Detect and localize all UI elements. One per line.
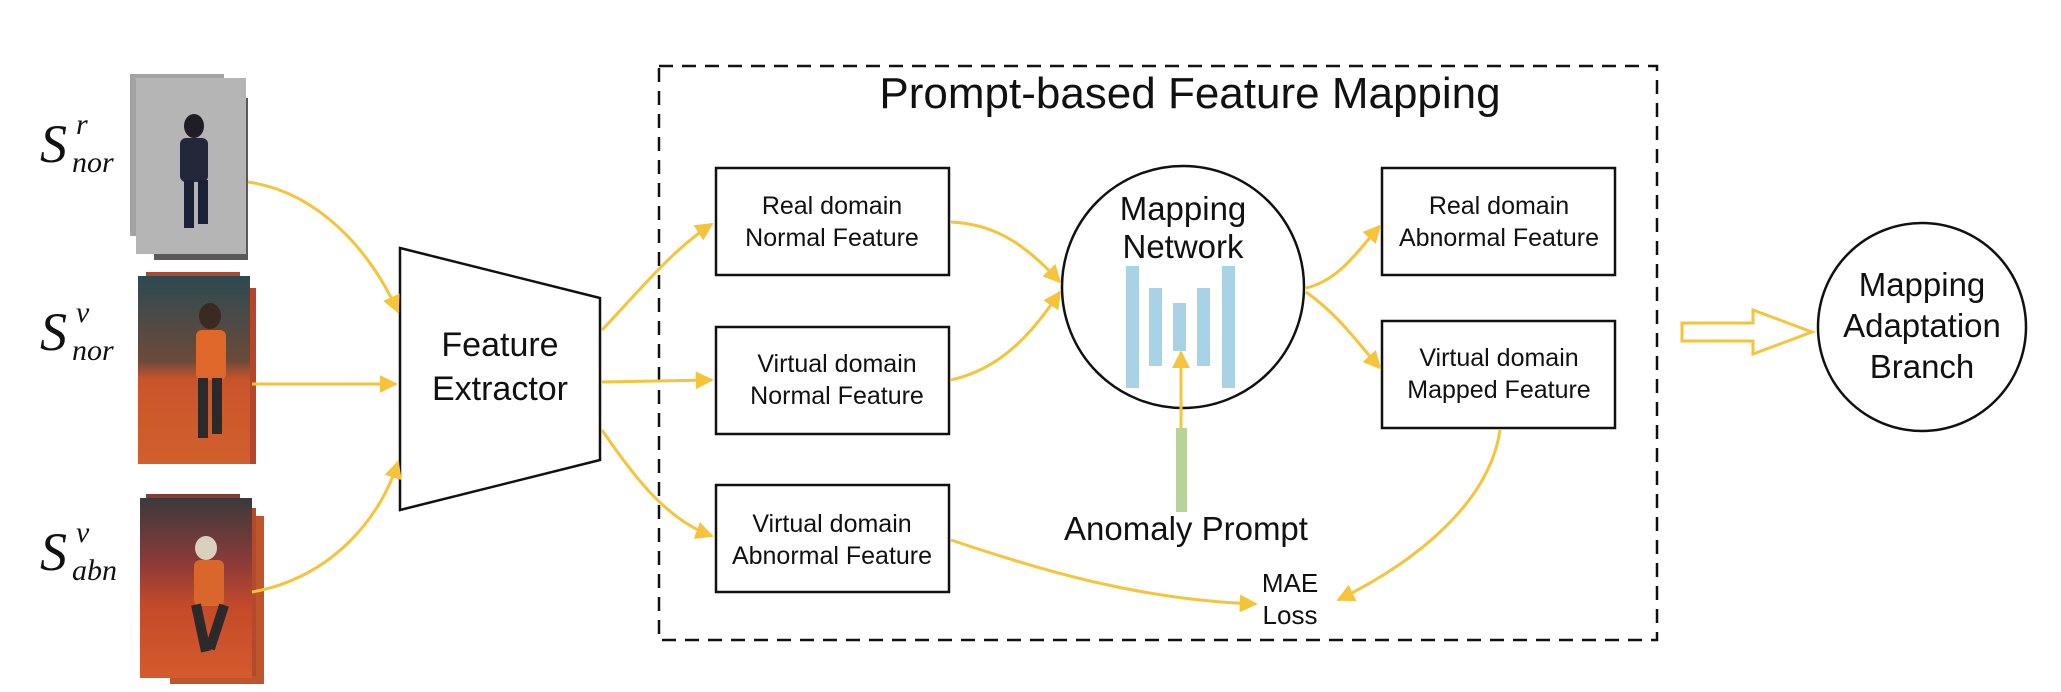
input-label-virtual-abnormal: S abn v abn	[40, 516, 117, 587]
svg-text:abn: abn	[72, 554, 117, 587]
svg-text:Abnormal Feature: Abnormal Feature	[1399, 224, 1599, 252]
anomaly-prompt-label: Anomaly Prompt	[1064, 510, 1308, 547]
arrow-virtual-mapped-to-loss	[1336, 429, 1502, 602]
mapping-network-layers-icon	[1126, 266, 1235, 388]
frame-stack-real-normal	[130, 74, 248, 260]
svg-text:Virtual domain: Virtual domain	[757, 350, 916, 378]
input-label-real-normal: S r nor	[40, 108, 114, 179]
arrow-network-to-virtual-mapped	[1305, 290, 1382, 370]
mapping-network-label-line1: Mapping	[1120, 190, 1247, 227]
arrow-virtual-abnormal-to-loss	[950, 538, 1258, 613]
arrow-extractor-to-virtual-normal	[601, 371, 714, 390]
svg-text:Real domain: Real domain	[762, 192, 902, 220]
arrow-virtual-abnormal-to-extractor	[251, 460, 402, 594]
arrow-extractor-to-virtual-abnormal	[600, 429, 714, 539]
input-label-virtual-normal: S v nor	[40, 296, 114, 367]
svg-text:Virtual domain: Virtual domain	[1419, 344, 1578, 372]
svg-text:v: v	[76, 516, 90, 549]
mae-loss-label-line1: MAE	[1262, 568, 1318, 598]
mapping-network-circle	[1060, 164, 1306, 410]
arrow-extractor-to-real-normal	[600, 222, 714, 332]
anomaly-prompt-token	[1176, 428, 1187, 512]
frame-stack-virtual-abnormal	[140, 494, 264, 684]
mapping-adaptation-branch-circle	[1816, 221, 2028, 433]
mapping-network-label-line2: Network	[1122, 228, 1244, 265]
frame-stack-virtual-normal	[138, 272, 256, 464]
mae-loss-label-line2: Loss	[1263, 600, 1318, 630]
arrow-virtual-normal-to-network	[950, 290, 1062, 382]
svg-text:S: S	[40, 302, 67, 362]
hollow-arrow-to-branch	[1680, 307, 1817, 357]
feature-box-real-abnormal: Real domain Abnormal Feature	[1380, 166, 1617, 277]
svg-text:Abnormal Feature: Abnormal Feature	[732, 542, 932, 570]
svg-text:Virtual domain: Virtual domain	[752, 510, 911, 538]
mapping-panel	[657, 64, 1659, 642]
feature-box-virtual-normal: Virtual domain Normal Feature	[714, 325, 951, 436]
svg-text:S: S	[40, 114, 67, 174]
feature-box-virtual-mapped: Virtual domain Mapped Feature	[1380, 319, 1617, 430]
svg-text:nor: nor	[72, 146, 114, 179]
svg-text:Mapped Feature: Mapped Feature	[1407, 376, 1590, 404]
mapping-panel-title: Prompt-based Feature Mapping	[879, 69, 1500, 118]
feature-extractor-label-line2: Extractor	[432, 370, 568, 408]
svg-text:Real domain: Real domain	[1429, 192, 1569, 220]
feature-box-real-normal: Real domain Normal Feature	[714, 166, 951, 277]
feature-extractor-block	[398, 246, 602, 512]
mapping-adaptation-branch-line2: Adaptation	[1843, 307, 2001, 344]
mapping-adaptation-branch-line1: Mapping	[1859, 266, 1986, 303]
feature-extractor-label-line1: Feature	[441, 326, 558, 364]
svg-text:Normal Feature: Normal Feature	[745, 224, 919, 252]
arrow-real-normal-to-extractor	[247, 180, 400, 314]
arrow-network-to-real-abnormal	[1305, 224, 1382, 290]
svg-text:Normal Feature: Normal Feature	[750, 382, 924, 410]
svg-text:r: r	[76, 108, 88, 141]
arrow-real-normal-to-network	[950, 220, 1062, 284]
feature-box-virtual-abnormal: Virtual domain Abnormal Feature	[714, 483, 951, 594]
svg-text:S: S	[40, 522, 67, 582]
svg-text:nor: nor	[72, 334, 114, 367]
mapping-adaptation-branch-line3: Branch	[1870, 348, 1975, 385]
svg-text:v: v	[76, 296, 90, 329]
connector-arrows	[247, 180, 1502, 613]
